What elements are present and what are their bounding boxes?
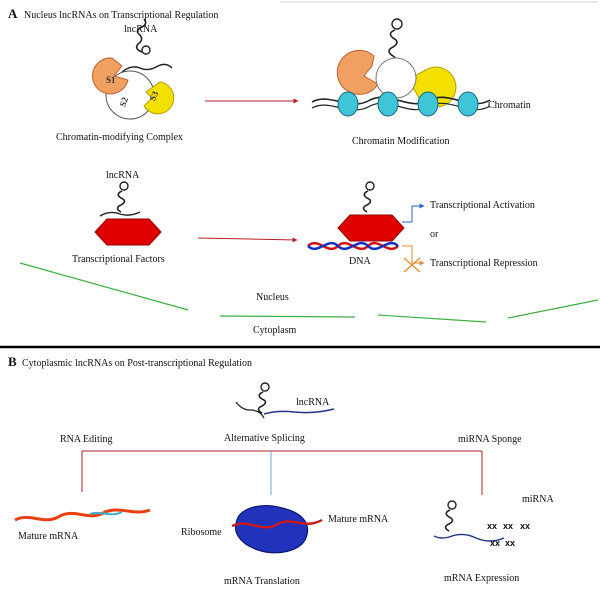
mirna-mark-4: xx bbox=[490, 538, 501, 548]
nucleus-label: Nucleus bbox=[256, 292, 289, 303]
complex-lncrna-icon bbox=[119, 18, 173, 75]
subunit-s1-label: S1 bbox=[106, 75, 116, 85]
edited-mrna-strand bbox=[14, 508, 151, 522]
nuclear-membrane bbox=[19, 262, 599, 323]
rna-editing-label: RNA Editing bbox=[60, 434, 113, 445]
histone-1 bbox=[337, 91, 359, 117]
tf-lncrna-label: lncRNA bbox=[106, 170, 140, 181]
activation-arrow bbox=[402, 203, 425, 223]
panel-a-letter: A bbox=[8, 6, 18, 21]
dna-tf-lncrna-icon bbox=[362, 181, 375, 213]
cytoplasm-label: Cytoplasm bbox=[253, 325, 297, 336]
modification-lncrna-icon bbox=[388, 18, 403, 65]
activation-label: Transcriptional Activation bbox=[430, 200, 535, 211]
mirna-sponge-label: miRNA Sponge bbox=[458, 434, 522, 445]
expression-label: mRNA Expression bbox=[444, 573, 520, 584]
modification-white-subunit bbox=[375, 57, 417, 99]
mirna-mark-3: xx bbox=[520, 521, 531, 531]
subunit-s1-shape bbox=[91, 57, 129, 95]
chromatin-modification-graphic bbox=[311, 18, 491, 117]
transcription-factor-graphic bbox=[94, 181, 162, 246]
modification-label: Chromatin Modification bbox=[352, 136, 450, 147]
dna-label: DNA bbox=[349, 256, 371, 267]
tf-hexagon bbox=[94, 218, 162, 246]
translation-label: mRNA Translation bbox=[224, 576, 300, 587]
chromatin-modifying-complex bbox=[91, 18, 175, 120]
dna-strand-blue bbox=[307, 241, 399, 251]
repression-label: Transcriptional Repression bbox=[430, 258, 538, 269]
mirna-label: miRNA bbox=[522, 494, 554, 505]
branch-lines bbox=[81, 450, 483, 495]
arrow-tf-to-dna bbox=[197, 237, 298, 243]
panel-a-title: Nucleus lncRNAs on Transcriptional Regul… bbox=[24, 10, 219, 21]
repression-arrow bbox=[402, 245, 425, 266]
mature-mrna-mid-label: Mature mRNA bbox=[328, 514, 389, 525]
chromatin-label: Chromatin bbox=[488, 100, 531, 111]
histone-4 bbox=[457, 91, 479, 117]
histone-2 bbox=[377, 91, 399, 117]
mirna-mark-5: xx bbox=[505, 538, 516, 548]
subunit-s3-shape bbox=[143, 81, 175, 115]
edited-mrna-segment bbox=[89, 511, 123, 516]
tf-label: Transcriptional Factors bbox=[72, 254, 165, 265]
panel-b-letter: B bbox=[8, 354, 17, 369]
histone-3 bbox=[417, 91, 439, 117]
ribosome-label: Ribosome bbox=[181, 527, 222, 538]
dna-binding-graphic bbox=[307, 181, 425, 273]
mature-mrna-left-label: Mature mRNA bbox=[18, 531, 79, 542]
tf-lncrna-icon bbox=[99, 181, 141, 217]
alt-splicing-label: Alternative Splicing bbox=[224, 433, 305, 444]
or-label: or bbox=[430, 229, 439, 240]
ribosome-graphic bbox=[231, 505, 323, 554]
modification-orange-subunit bbox=[336, 49, 379, 95]
mirna-mark-2: xx bbox=[503, 521, 514, 531]
complex-label: Chromatin-modifying Complex bbox=[56, 132, 183, 143]
b-lncrna-label: lncRNA bbox=[296, 397, 330, 408]
dna-tf-hexagon bbox=[337, 214, 405, 242]
b-lncrna-icon bbox=[235, 382, 335, 419]
sponge-lncrna-icon bbox=[433, 500, 505, 542]
complex-lncrna-label: lncRNA bbox=[124, 24, 158, 35]
repression-cross-2 bbox=[403, 257, 421, 273]
mirna-mark-1: xx bbox=[487, 521, 498, 531]
panel-b-title: Cytoplasmic lncRNAs on Post-transcriptio… bbox=[22, 358, 252, 369]
